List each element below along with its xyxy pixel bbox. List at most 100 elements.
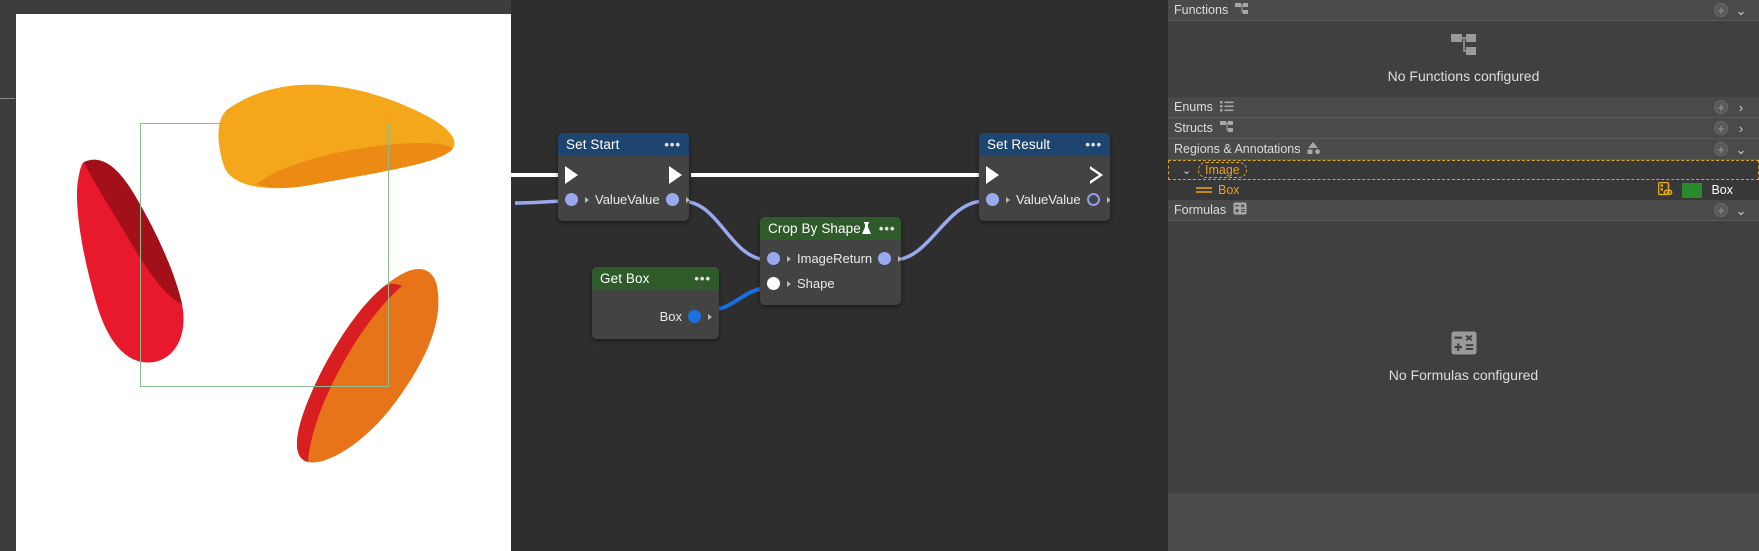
output-pin-value[interactable]: Value [627,192,689,207]
data-pin-icon [878,252,892,265]
node-header[interactable]: Crop By Shape ••• [760,217,901,240]
node-title: Crop By Shape [768,221,861,236]
pin-arrow-icon [708,313,712,320]
output-pin-value[interactable]: Value [1048,192,1110,207]
orange-petal-lower [296,269,439,463]
tree-item-box[interactable]: Box Box [1168,180,1759,200]
section-header-structs[interactable]: Structs + › [1168,118,1759,139]
equals-icon [1196,182,1212,198]
data-pin-icon [986,193,999,206]
add-formula-button[interactable]: + [1714,203,1728,217]
image-canvas[interactable] [16,14,511,551]
node-body: Image Return Shape [760,240,901,305]
node-set-start[interactable]: Set Start ••• [558,133,689,221]
node-set-result[interactable]: Set Result ••• [979,133,1110,221]
tree-item-label: Image [1198,162,1247,178]
image-artwork [76,84,455,463]
pin-arrow-icon [1006,196,1010,203]
section-header-enums[interactable]: Enums + › [1168,97,1759,118]
section-header-formulas[interactable]: Formulas + ⌄ [1168,200,1759,221]
section-title: Structs [1174,121,1213,135]
chevron-down-icon[interactable]: ⌄ [1735,202,1747,218]
pin-label: Return [833,251,873,266]
orange-petal-overlay [256,143,453,188]
add-enum-button[interactable]: + [1714,100,1728,114]
input-pin-value[interactable]: Value [986,192,1048,207]
exec-arrow-icon [669,165,682,184]
node-crop-by-shape[interactable]: Crop By Shape ••• Imag [760,217,901,305]
calculator-icon [1451,331,1477,358]
input-pin-shape[interactable]: Shape [767,276,835,291]
exec-pin-row [979,162,1110,187]
pin-label: Image [797,251,834,266]
add-struct-button[interactable]: + [1714,121,1728,135]
pin-label: Value [627,192,660,207]
node-menu-button[interactable]: ••• [1085,137,1102,152]
section-title: Enums [1174,100,1213,114]
chevron-down-icon[interactable]: ⌄ [1735,2,1747,18]
data-pin-outline-icon [1086,193,1100,206]
node-header[interactable]: Get Box ••• [592,267,719,290]
exec-out-pin[interactable] [669,165,682,184]
node-get-box[interactable]: Get Box ••• Box [592,267,719,339]
exec-in-pin[interactable] [986,165,999,184]
node-header[interactable]: Set Result ••• [979,133,1110,156]
list-ordered-icon [1219,100,1234,115]
node-menu-button[interactable]: ••• [664,137,681,152]
node-graph-canvas[interactable]: Set Start ••• [511,0,1168,551]
section-header-regions-annotations[interactable]: Regions & Annotations + ⌄ [1168,139,1759,160]
data-pin-icon [688,310,701,323]
image-viewer-pane[interactable] [0,0,511,551]
color-swatch[interactable] [1682,182,1703,198]
data-wire-setstart-crop [680,199,770,262]
pin-arrow-icon [787,255,791,262]
data-pin-icon [665,193,679,206]
red-petal [76,159,184,363]
value-pin-row: Value Value [979,187,1110,212]
chevron-down-icon[interactable]: ⌄ [1182,164,1192,177]
empty-state-text: No Functions configured [1387,68,1540,84]
empty-state-text: No Formulas configured [1388,367,1539,383]
shapes-icon [1307,141,1322,157]
flask-icon [861,221,872,236]
output-pin-return[interactable]: Return [833,251,901,266]
hierarchy-icon [1235,2,1249,18]
value-pin-row: Value Value [558,187,689,212]
data-pin-icon [565,193,578,206]
node-menu-button[interactable]: ••• [694,271,711,286]
section-title: Regions & Annotations [1174,142,1301,156]
exec-arrow-icon [565,165,578,184]
right-side-panel: Functions + ⌄ [1168,0,1759,551]
node-body: Box [592,290,719,339]
input-pin-image[interactable]: Image [767,251,833,266]
formulas-empty-state: No Formulas configured [1168,221,1759,493]
add-region-button[interactable]: + [1714,142,1728,156]
exec-arrow-icon [986,165,999,184]
section-header-functions[interactable]: Functions + ⌄ [1168,0,1759,21]
calculator-icon [1233,202,1247,218]
node-title: Set Result [987,137,1051,152]
ruler-tick [0,98,15,99]
node-header[interactable]: Set Start ••• [558,133,689,156]
chevron-right-icon[interactable]: › [1738,120,1744,136]
hierarchy-icon [1450,34,1477,59]
box-pin-row: Box [592,304,719,329]
dark-red-petal-overlay [84,159,182,304]
data-pin-icon [767,277,780,290]
chevron-right-icon[interactable]: › [1738,99,1744,115]
chevron-down-icon[interactable]: ⌄ [1735,141,1747,157]
pin-arrow-icon [898,255,901,262]
node-title: Get Box [600,271,650,286]
tree-item-image[interactable]: ⌄ Image [1168,160,1759,180]
shape-pin-row: Shape [760,271,901,296]
node-menu-button[interactable]: ••• [878,221,896,236]
output-pin-box[interactable]: Box [660,309,712,324]
add-function-button[interactable]: + [1714,3,1728,17]
data-wire-crop-setresult [892,199,986,262]
exec-out-pin[interactable] [1090,165,1103,184]
exec-in-pin[interactable] [565,165,578,184]
link-badge-icon[interactable] [1658,181,1673,199]
input-pin-value[interactable]: Value [565,192,627,207]
hierarchy-icon [1219,120,1234,136]
